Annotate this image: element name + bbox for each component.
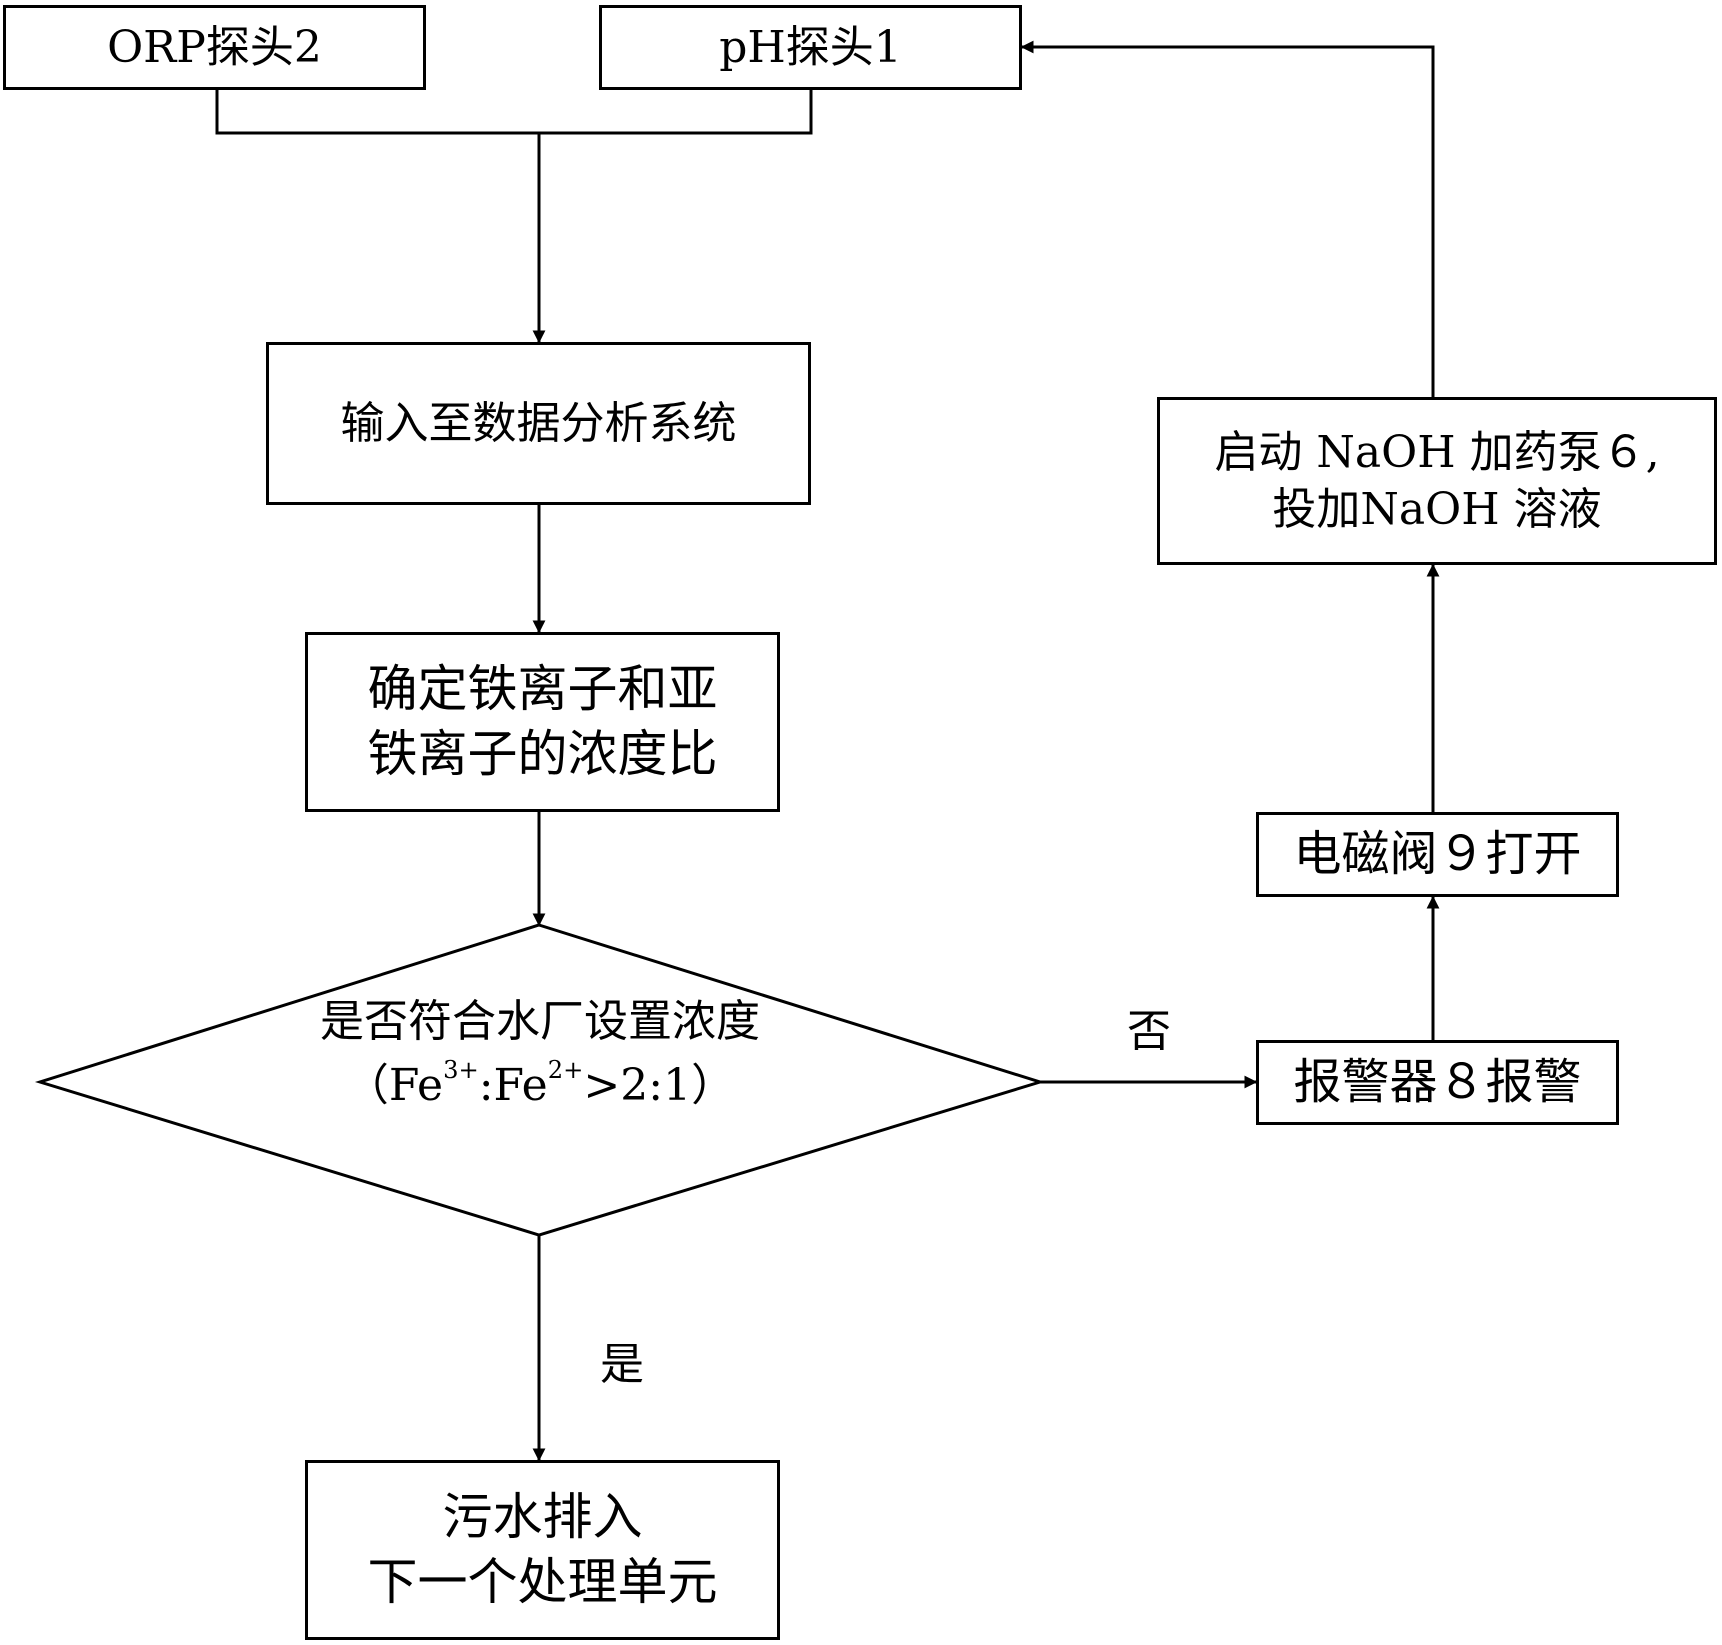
data-input-box: 输入至数据分析系统 [266, 342, 811, 505]
decision-diamond [34, 923, 1046, 1237]
data-input-label: 输入至数据分析系统 [340, 397, 737, 449]
pump-label-line1: 启动 NaOH 加药泵６, [1214, 426, 1660, 478]
discharge-label-line1: 污水排入 [442, 1488, 643, 1546]
pump-label-line2: 投加NaOH 溶液 [1272, 484, 1602, 535]
ph-probe-box: pH探头1 [599, 5, 1022, 90]
ph-probe-label: pH探头1 [719, 21, 902, 73]
no-edge-label: 否 [1127, 1006, 1171, 1057]
ratio-box: 确定铁离子和亚 铁离子的浓度比 [305, 632, 780, 812]
valve-box: 电磁阀９打开 [1256, 812, 1619, 897]
decision-label-line1: 是否符合水厂设置浓度 [320, 996, 760, 1047]
discharge-box: 污水排入 下一个处理单元 [305, 1460, 780, 1640]
orp-probe-box: ORP探头2 [3, 5, 426, 90]
orp-probe-label: ORP探头2 [107, 21, 322, 73]
decision-text: 是否符合水厂设置浓度 （Fe3+:Fe2+>2:1） [40, 990, 1040, 1118]
decision-cond-close: >2:1） [583, 1059, 736, 1111]
decision-cond-sup2: 2+ [547, 1056, 584, 1085]
arrow-pump-to-ph-probe [1020, 40, 1435, 397]
ratio-label-line2: 铁离子的浓度比 [367, 725, 718, 783]
decision-cond-open: （Fe [344, 1059, 444, 1111]
ratio-label-line1: 确定铁离子和亚 [367, 660, 718, 718]
valve-label: 电磁阀９打开 [1293, 826, 1582, 883]
decision-condition: （Fe3+:Fe2+>2:1） [40, 1054, 1040, 1118]
yes-edge-label: 是 [600, 1339, 644, 1390]
probe-merge-line [215, 90, 813, 135]
decision-cond-mid: :Fe [478, 1059, 548, 1111]
alarm-label: 报警器８报警 [1293, 1054, 1582, 1111]
decision-cond-sup1: 3+ [443, 1056, 479, 1085]
alarm-box: 报警器８报警 [1256, 1040, 1619, 1125]
pump-box: 启动 NaOH 加药泵６, 投加NaOH 溶液 [1157, 397, 1717, 565]
discharge-label-line2: 下一个处理单元 [367, 1553, 718, 1611]
